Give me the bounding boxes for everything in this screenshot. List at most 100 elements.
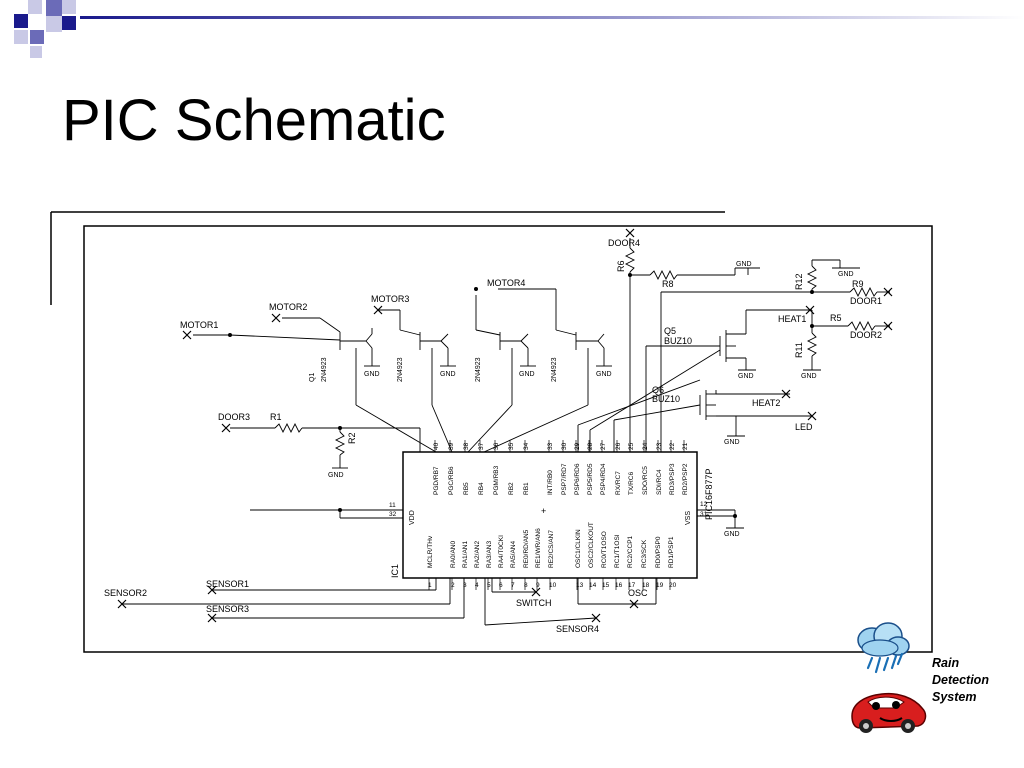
ic-top-pin-number: 35 [508, 442, 515, 450]
net-motor3: MOTOR3 [371, 294, 409, 304]
gnd-label-r2: GND [328, 472, 344, 479]
r11-label: R11 [794, 342, 804, 358]
net-heat2: HEAT2 [752, 398, 780, 408]
ic-bottom-pin-name: RE1/WR/AN6 [535, 528, 542, 568]
ic-top-pin-name: SDI/RC4 [656, 469, 663, 495]
ic-top-pin-number: 21 [682, 442, 689, 450]
net-sensor2: SENSOR2 [104, 588, 147, 598]
ic-bottom-pin-number: 8 [524, 582, 528, 589]
q5-part: BUZ10 [664, 336, 692, 346]
ic-top-pin-name: SDO/RC5 [642, 466, 649, 495]
ic-top-pin-number: 28 [587, 442, 594, 450]
rain-cloud-icon [857, 622, 910, 674]
ic-top-pin-number: 39 [448, 442, 455, 450]
net-door4: DOOR4 [608, 238, 640, 248]
logo-caption: Rain Detection System [932, 655, 989, 706]
net-motor1: MOTOR1 [180, 320, 218, 330]
logo-line-system: System [932, 690, 977, 704]
ic-top-pin-number: 26 [615, 442, 622, 450]
gnd-label-q5: GND [738, 373, 754, 380]
ic-top-pin-name: PSP6/RD6 [574, 463, 581, 495]
r5-label: R5 [830, 313, 842, 323]
ic-ref-label: IC1 [390, 564, 400, 578]
ic-top-pin-name: RB5 [463, 482, 470, 495]
ic-top-pin-number: 22 [669, 442, 676, 450]
vss-pin-12: 12 [700, 501, 708, 508]
ic-bottom-pin-name: RC0/T1OSO [601, 531, 608, 568]
ic-top-pin-name: RD2/PSP2 [682, 463, 689, 495]
r12-label: R12 [794, 273, 804, 290]
vdd-pin-11: 11 [389, 502, 396, 509]
r9-label: R9 [852, 279, 864, 289]
ic-bottom-pin-number: 5 [487, 582, 491, 589]
ic-bottom-pin-number: 16 [615, 582, 623, 589]
ic-bottom-pin-name: OSC1/CLKIN [575, 529, 582, 568]
ic-top-pin-name: RD3/PSP3 [669, 463, 676, 495]
ic-bottom-pin-number: 6 [499, 582, 503, 589]
ic-top-pin-number: 23 [656, 442, 663, 450]
ic-top-pin-name: TX/RC6 [628, 472, 635, 496]
gnd-label-r8: GND [736, 261, 752, 268]
ic-top-pin-name: RX/RC7 [615, 471, 622, 495]
net-motor4: MOTOR4 [487, 278, 525, 288]
gnd-label-r12: GND [838, 271, 854, 278]
corner-decoration [14, 0, 76, 58]
r6-label: R6 [616, 260, 626, 272]
ic-top-pins: 40PGD/RB739PGC/RB638RB537RB436PGM/RB335R… [433, 440, 689, 495]
ic-top-pin-name: RB2 [508, 482, 515, 495]
ic-bottom-pin-name: RC1/T1OSI [614, 534, 621, 568]
ic-bottom-pin-name: RA3/AN3 [486, 541, 493, 568]
ic-bottom-pin-name: MCLR/THv [427, 535, 434, 568]
ic-bottom-pin-name: RA0/AN0 [450, 541, 457, 568]
net-door1: DOOR1 [850, 296, 882, 306]
gnd-label-ic: GND [724, 531, 740, 538]
net-switch: SWITCH [516, 598, 552, 608]
ic-bottom-pin-name: RD0/PSP0 [655, 536, 662, 568]
net-sensor3: SENSOR3 [206, 604, 249, 614]
page-title: PIC Schematic [62, 88, 446, 153]
ic-bottom-pin-name: RC2/CCP1 [627, 535, 634, 568]
ic-bottom-pin-number: 18 [642, 582, 650, 589]
ic-bottom-pin-name: RA2/AN2 [474, 541, 481, 568]
vdd-label: VDD [409, 510, 416, 525]
r1-label: R1 [270, 412, 282, 422]
ic-top-pin-name: RB4 [478, 482, 485, 495]
q2-part: 2N4923 [397, 357, 404, 382]
ic-top-pin-number: 40 [433, 442, 440, 450]
r8-label: R8 [662, 279, 674, 289]
ic-bottom-pin-number: 4 [475, 582, 479, 589]
ic-bottom-pin-number: 14 [589, 582, 597, 589]
ic-bottom-pin-name: RA4/T0CKI [498, 535, 505, 568]
q6-ref: Q6 [652, 385, 664, 395]
ic-bottom-pin-name: RA1/AN1 [462, 541, 469, 568]
ic-bottom-pin-name: RC3/SCK [641, 539, 648, 568]
ic-bottom-pin-number: 1 [428, 582, 432, 589]
ic-top-pin-number: 33 [547, 442, 554, 450]
net-led: LED [795, 422, 813, 432]
ic-bottom-pin-name: RE0/RD/AN5 [523, 529, 530, 568]
gnd-label-q6: GND [724, 439, 740, 446]
gnd-label-q1: GND [364, 371, 380, 378]
ic-top-pin-name: PSP7/RD7 [561, 463, 568, 495]
net-heat1: HEAT1 [778, 314, 806, 324]
net-sensor4: SENSOR4 [556, 624, 599, 634]
ic-bottom-pin-number: 15 [602, 582, 610, 589]
ic-part-label: PIC16F877P [704, 468, 714, 520]
ic-bottom-pin-number: 3 [463, 582, 467, 589]
ic-bottom-pin-number: 10 [549, 582, 557, 589]
ic-bottom-pin-name: RE2/CS/AN7 [548, 530, 555, 568]
ic-bottom-pin-number: 13 [576, 582, 584, 589]
net-sensor1: SENSOR1 [206, 579, 249, 589]
q6-part: BUZ10 [652, 394, 680, 404]
gnd-label-q3: GND [519, 371, 535, 378]
ic-top-pin-number: 38 [463, 442, 470, 450]
q1-part: 2N4923 [321, 357, 328, 382]
ic-top-pin-number: 24 [642, 442, 649, 450]
vss-label: VSS [685, 511, 692, 525]
ic-top-pin-number: 27 [600, 442, 607, 450]
ic-top-pin-name: PGM/RB3 [493, 465, 500, 495]
ic-bottom-pin-number: 17 [628, 582, 636, 589]
net-door2: DOOR2 [850, 330, 882, 340]
ic-top-pin-name: INT/RB0 [547, 470, 554, 495]
ic-bottom-pin-number: 20 [669, 582, 677, 589]
